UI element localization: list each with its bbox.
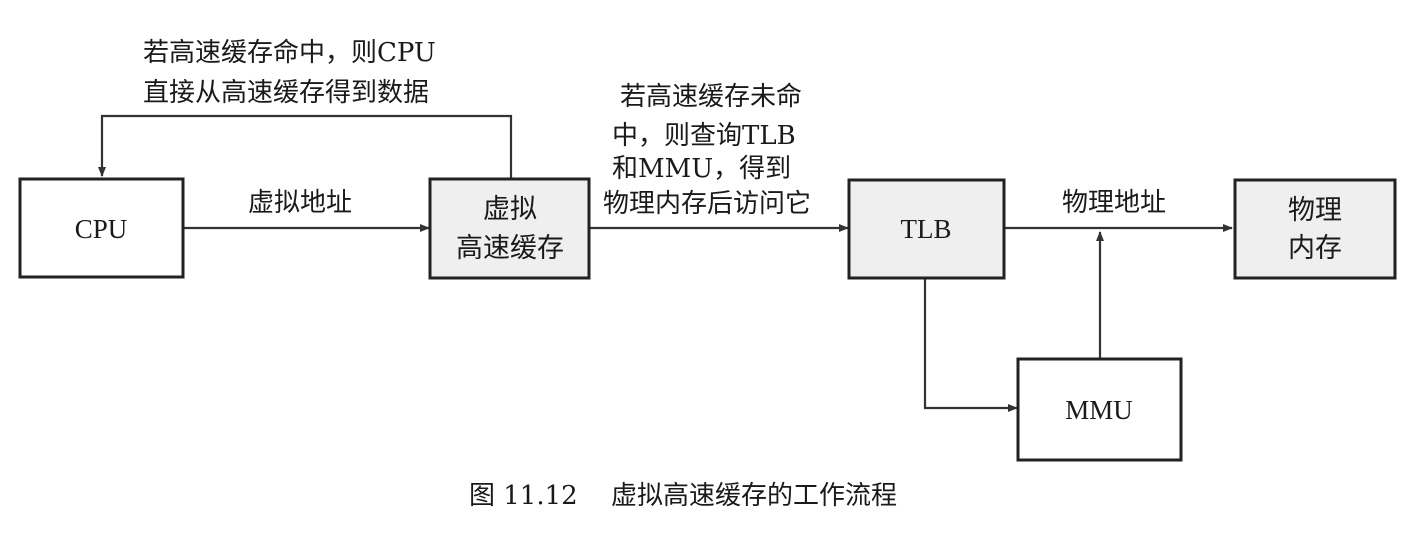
figure-title: 虚拟高速缓存的工作流程 [611, 481, 897, 511]
cache-miss-label-line-3: 和MMU，得到 [612, 154, 791, 184]
tlb-to-mmu-arrow [923, 279, 1018, 412]
cache-hit-label-line-1: 若高速缓存命中，则CPU [143, 38, 436, 68]
virtual-cache-label-line-2: 高速缓存 [456, 233, 564, 264]
cache-miss-label-line-1: 若高速缓存未命 [620, 82, 802, 112]
figure-number: 图 11.12 [469, 481, 578, 511]
virtual-address-label: 虚拟地址 [248, 188, 352, 218]
physical-memory-label-line-2: 内存 [1288, 233, 1342, 264]
cache-hit-label: 若高速缓存命中，则CPU 直接从高速缓存得到数据 [143, 38, 436, 108]
tlb-label: TLB [901, 214, 952, 244]
virtual-cache-node: 虚拟 高速缓存 [428, 177, 591, 280]
cpu-label: CPU [75, 214, 128, 244]
cache-miss-label-line-4: 物理内存后访问它 [603, 189, 811, 219]
cache-miss-label: 若高速缓存未命 中，则查询TLB 和MMU，得到 物理内存后访问它 [603, 82, 811, 219]
physical-address-label: 物理地址 [1062, 188, 1166, 218]
physical-memory-label-line-1: 物理 [1288, 195, 1342, 226]
cache-hit-arrow [98, 114, 513, 178]
cache-hit-label-line-2: 直接从高速缓存得到数据 [143, 78, 429, 108]
cache-miss-label-line-2: 中，则查询TLB [612, 121, 796, 151]
cpu-node: CPU [18, 177, 185, 279]
connectors [98, 114, 1233, 412]
mmu-node: MMU [1016, 357, 1183, 462]
mmu-label: MMU [1065, 395, 1133, 425]
physical-memory-node: 物理 内存 [1233, 178, 1397, 280]
tlb-node: TLB [847, 178, 1006, 280]
figure-caption: 图 11.12 虚拟高速缓存的工作流程 [469, 481, 897, 511]
virtual-cache-label-line-1: 虚拟 [483, 194, 537, 225]
